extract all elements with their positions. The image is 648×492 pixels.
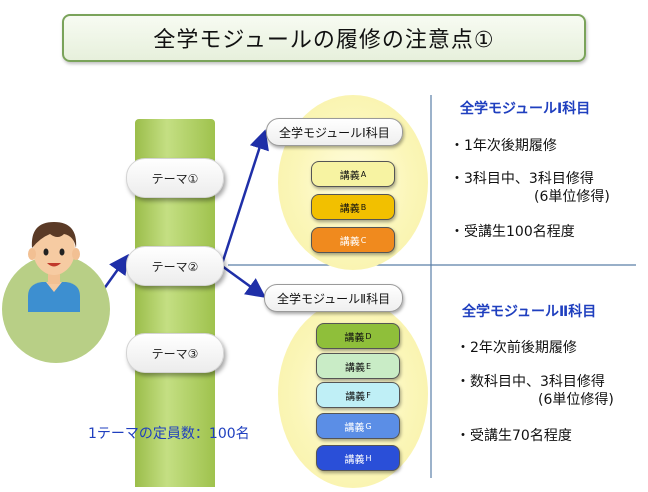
lecture-code: B	[360, 202, 367, 212]
module1-item: ・受講生100名程度	[450, 224, 575, 240]
lecture-code: F	[366, 390, 371, 400]
module1-item: ・1年次後期履修	[450, 138, 557, 154]
module1-label: 全学モジュールⅠ科目	[266, 118, 403, 146]
lecture-code: H	[365, 453, 372, 463]
lecture-name: 講義	[339, 203, 360, 215]
module2-label: 全学モジュールⅡ科目	[264, 284, 404, 312]
arrow-theme-to-module2	[221, 264, 267, 298]
module1-label-text: 全学モジュールⅠ科目	[279, 125, 390, 140]
lecture-code: D	[365, 331, 372, 341]
lecture-name: 講義	[339, 236, 360, 248]
lecture-code: G	[365, 421, 372, 431]
module2-label-text: 全学モジュールⅡ科目	[277, 291, 391, 306]
person-icon	[28, 222, 80, 312]
theme-pill-1: テーマ①	[126, 158, 224, 198]
arrow-theme-to-module1	[220, 129, 269, 265]
module2-item-note: (6単位修得)	[538, 392, 614, 408]
module2-item: ・数科目中、3科目修得	[456, 374, 605, 390]
module2-heading: 全学モジュールⅡ科目	[462, 304, 597, 320]
theme-pill-3: テーマ③	[126, 333, 224, 373]
lecture-name: 講義	[344, 422, 365, 434]
module1-item-note: (6単位修得)	[534, 189, 610, 205]
theme-label: テーマ①	[151, 171, 199, 186]
lecture-code: E	[365, 361, 372, 371]
module2-item: ・2年次前後期履修	[456, 340, 577, 356]
module1-item: ・3科目中、3科目修得	[450, 171, 594, 187]
capacity-note: 1テーマの定員数：100名	[88, 426, 250, 442]
lecture-name: 講義	[344, 362, 365, 374]
lecture-code: A	[360, 169, 367, 179]
theme-label: テーマ②	[151, 259, 199, 274]
theme-pill-2: テーマ②	[126, 246, 224, 286]
lecture-name: 講義	[339, 170, 360, 182]
lecture-name: 講義	[344, 332, 365, 344]
page-title-text: 全学モジュールの履修の注意点①	[153, 28, 495, 53]
module2-item: ・受講生70名程度	[456, 428, 572, 444]
page-title: 全学モジュールの履修の注意点①	[62, 14, 586, 62]
lecture-name: 講義	[344, 454, 365, 466]
module1-heading: 全学モジュールⅠ科目	[460, 101, 591, 117]
theme-label: テーマ③	[151, 346, 199, 361]
lecture-code: C	[360, 235, 367, 245]
lecture-name: 講義	[345, 391, 366, 403]
